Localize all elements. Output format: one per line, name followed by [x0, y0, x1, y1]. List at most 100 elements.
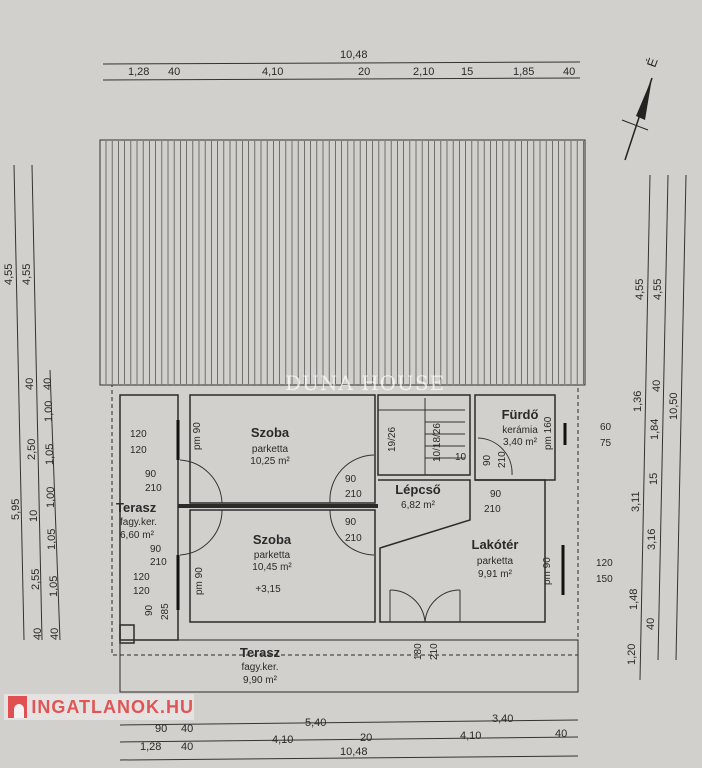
- dim-label: 5,40: [305, 717, 326, 729]
- opening-label: 120: [133, 572, 150, 583]
- dim-bottom-chain-2: 1,28 40 4,10 20 4,10 40: [140, 728, 567, 753]
- room-szoba-2: Szoba parketta 10,45 m² +3,15: [252, 532, 292, 595]
- dim-top-chain: 1,28 40 4,10 20 2,10 15 1,85 40: [128, 66, 575, 78]
- dim-label: 1,28: [128, 66, 149, 78]
- opening-label: 90: [144, 604, 155, 616]
- opening-label: 210: [429, 643, 440, 660]
- room-area: 10,45 m²: [252, 562, 292, 573]
- opening-label: 210: [145, 483, 162, 494]
- opening-label: 90: [345, 474, 357, 485]
- dim-label: 1,20: [626, 644, 638, 665]
- opening-label: 10/18/26: [432, 423, 443, 462]
- room-area: 6,82 m²: [401, 500, 436, 511]
- dim-label: 1,05: [48, 576, 60, 597]
- opening-label: 75: [600, 438, 612, 449]
- dim-label: 3,16: [646, 529, 658, 550]
- opening-label: pm 160: [543, 416, 554, 450]
- dim-label: 4,55: [652, 279, 664, 300]
- dim-label: 40: [42, 378, 54, 390]
- opening-label: 120: [130, 445, 147, 456]
- dim-label: 15: [648, 473, 660, 485]
- room-floor: fagy.ker.: [120, 517, 157, 528]
- dim-label: 2,10: [413, 66, 434, 78]
- dim-bottom-total: 10,48: [340, 746, 368, 758]
- dim-label: 10: [28, 510, 40, 522]
- dim-label: 4,10: [460, 730, 481, 742]
- roof-outline: [99, 139, 586, 386]
- opening-label: 150: [596, 574, 613, 585]
- dim-top-total: 10,48: [340, 49, 368, 61]
- dim-label: 1,28: [140, 741, 161, 753]
- dim-label: 40: [181, 723, 193, 735]
- dim-left: 4,55 5,95 4,55 40 2,50 10 2,55 40 40 1,0…: [3, 264, 61, 640]
- room-floor: fagy.ker.: [241, 662, 278, 673]
- dim-label: 40: [168, 66, 180, 78]
- dim-label: 4,10: [262, 66, 283, 78]
- dim-label: 3,40: [492, 713, 513, 725]
- opening-label: 90: [145, 469, 157, 480]
- dim-label: 2,55: [30, 569, 42, 590]
- room-name: Terasz: [116, 500, 157, 515]
- dim-label: 3,11: [630, 491, 642, 512]
- dim-label: 90: [155, 723, 167, 735]
- dim-label: 1,00: [45, 487, 57, 508]
- dim-label: 15: [461, 66, 473, 78]
- opening-label: 90: [490, 489, 502, 500]
- dim-label: 40: [555, 728, 567, 740]
- opening-label: pm 90: [542, 557, 553, 585]
- dim-label: 1,48: [628, 589, 640, 610]
- roof-hatch: [99, 139, 586, 386]
- room-area: 9,91 m²: [478, 569, 513, 580]
- room-lakoter: Lakótér parketta 9,91 m²: [472, 537, 519, 580]
- room-area: 3,40 m²: [503, 437, 538, 448]
- door-swings: [179, 437, 513, 623]
- opening-label: 120: [133, 586, 150, 597]
- stairs: [378, 398, 465, 475]
- dim-label: 1,05: [44, 444, 56, 465]
- room-name: Szoba: [253, 532, 292, 547]
- room-area: 10,25 m²: [250, 456, 290, 467]
- opening-label: 90: [345, 517, 357, 528]
- opening-labels: 120 120 90 210 90 210 120 120 90 210 90 …: [130, 416, 613, 660]
- dim-label: 1,00: [43, 401, 55, 422]
- dim-label: 4,55: [634, 279, 646, 300]
- opening-label: 60: [600, 422, 612, 433]
- room-terasz-side: Terasz fagy.ker. 6,60 m²: [116, 500, 157, 541]
- room-terasz-front: Terasz fagy.ker. 9,90 m²: [240, 645, 281, 686]
- opening-label: 10: [455, 452, 467, 463]
- room-szoba-1: Szoba parketta 10,25 m²: [250, 425, 290, 467]
- ingatlanok-watermark: INGATLANOK.HU: [4, 694, 194, 720]
- dim-label: 20: [360, 732, 372, 744]
- opening-label: pm 90: [192, 422, 203, 450]
- room-name: Szoba: [251, 425, 290, 440]
- dim-bottom-chain-1: 90 40 5,40 3,40: [155, 713, 513, 735]
- opening-label: pm 90: [194, 567, 205, 595]
- opening-label: 210: [497, 451, 508, 468]
- dim-label: 40: [32, 628, 44, 640]
- opening-label: 120: [596, 558, 613, 569]
- room-area: 6,60 m²: [120, 530, 155, 541]
- opening-label: 180: [413, 643, 424, 660]
- opening-label: 210: [345, 489, 362, 500]
- windows: [176, 420, 567, 610]
- room-floor: parketta: [477, 556, 514, 567]
- dim-label: 40: [24, 378, 36, 390]
- room-name: Lakótér: [472, 537, 519, 552]
- dim-label: 40: [563, 66, 575, 78]
- dim-label: 4,10: [272, 734, 293, 746]
- dim-label: 1,36: [632, 391, 644, 412]
- room-name: Terasz: [240, 645, 281, 660]
- room-floor: parketta: [254, 550, 291, 561]
- dim-label: 40: [49, 628, 61, 640]
- dimension-lines: [13, 61, 687, 761]
- dim-right: 4,55 1,36 3,11 1,48 1,20 4,55 40 1,84 15…: [626, 279, 680, 665]
- dim-label: 1,85: [513, 66, 534, 78]
- opening-label: 120: [130, 429, 147, 440]
- room-lepcso: Lépcső 6,82 m²: [395, 482, 441, 511]
- dim-label: 5,95: [10, 499, 22, 520]
- opening-label: 210: [484, 504, 501, 515]
- dim-label: 4,55: [3, 264, 15, 285]
- dim-label: 40: [651, 380, 663, 392]
- dim-label: 10,50: [668, 392, 680, 420]
